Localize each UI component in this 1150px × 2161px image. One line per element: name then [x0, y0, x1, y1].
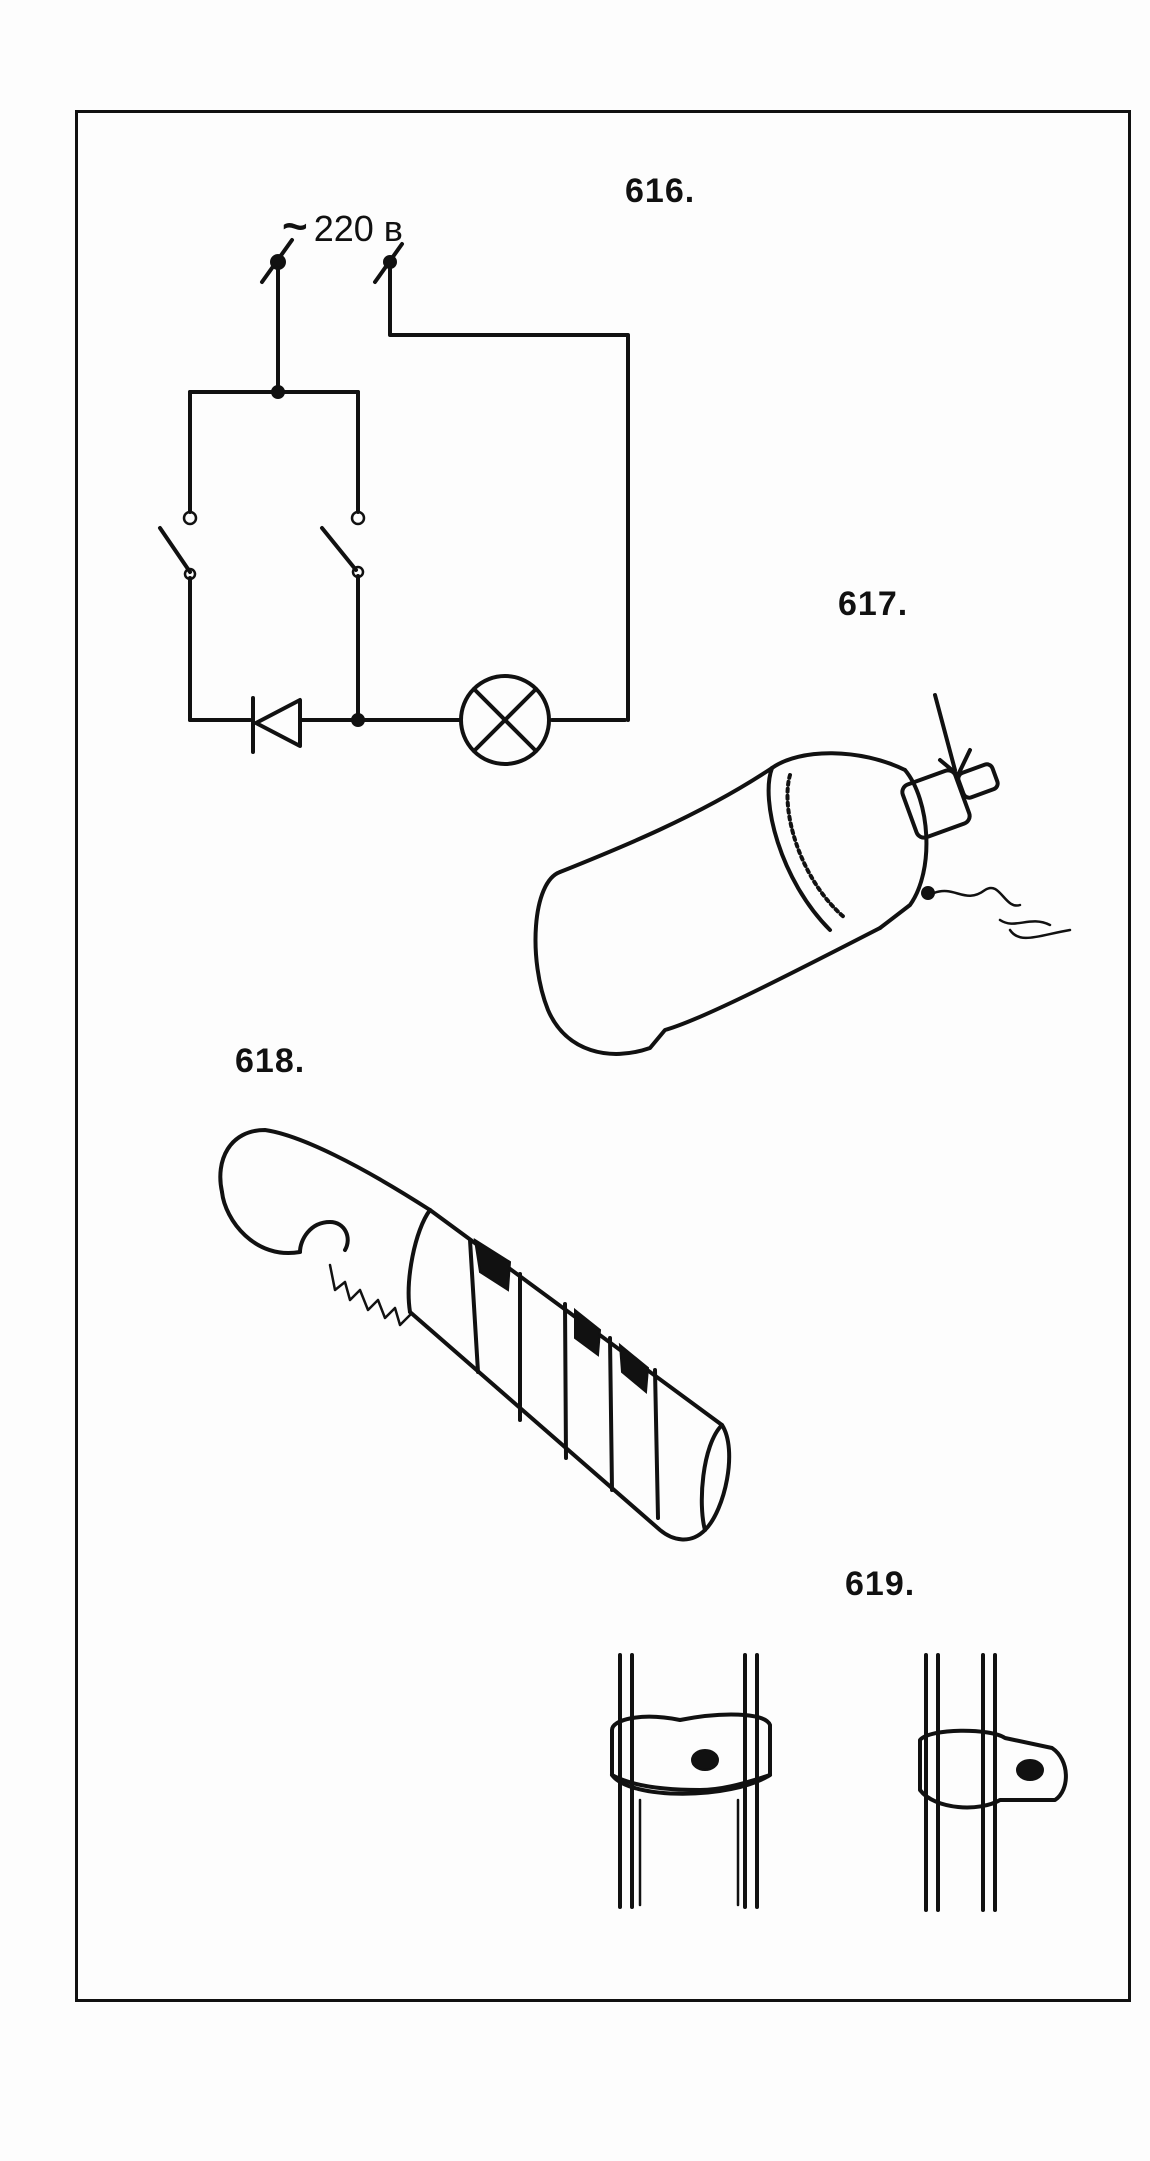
voltage-value: 220 в [313, 208, 403, 249]
figure-label-616: 616. [625, 172, 696, 210]
spray-canister-illustration [533, 693, 1072, 1056]
figure-label-618: 618. [235, 1042, 306, 1080]
switch-left [158, 510, 198, 581]
figure-label-617: 617. [838, 585, 909, 623]
terminal-left [260, 238, 294, 284]
diode [251, 696, 302, 754]
saw-blade-illustration [218, 1128, 732, 1542]
figure-label-619: 619. [845, 1565, 916, 1603]
switch-right [320, 510, 366, 579]
wire-return [388, 266, 630, 722]
circuit-diagram [158, 238, 630, 766]
pipe-clamp-illustration [610, 1653, 1068, 1912]
voltage-label: ~220 в [282, 202, 403, 252]
ac-symbol: ~ [282, 202, 308, 251]
figure-frame [75, 110, 1131, 2002]
lamp [459, 674, 551, 766]
